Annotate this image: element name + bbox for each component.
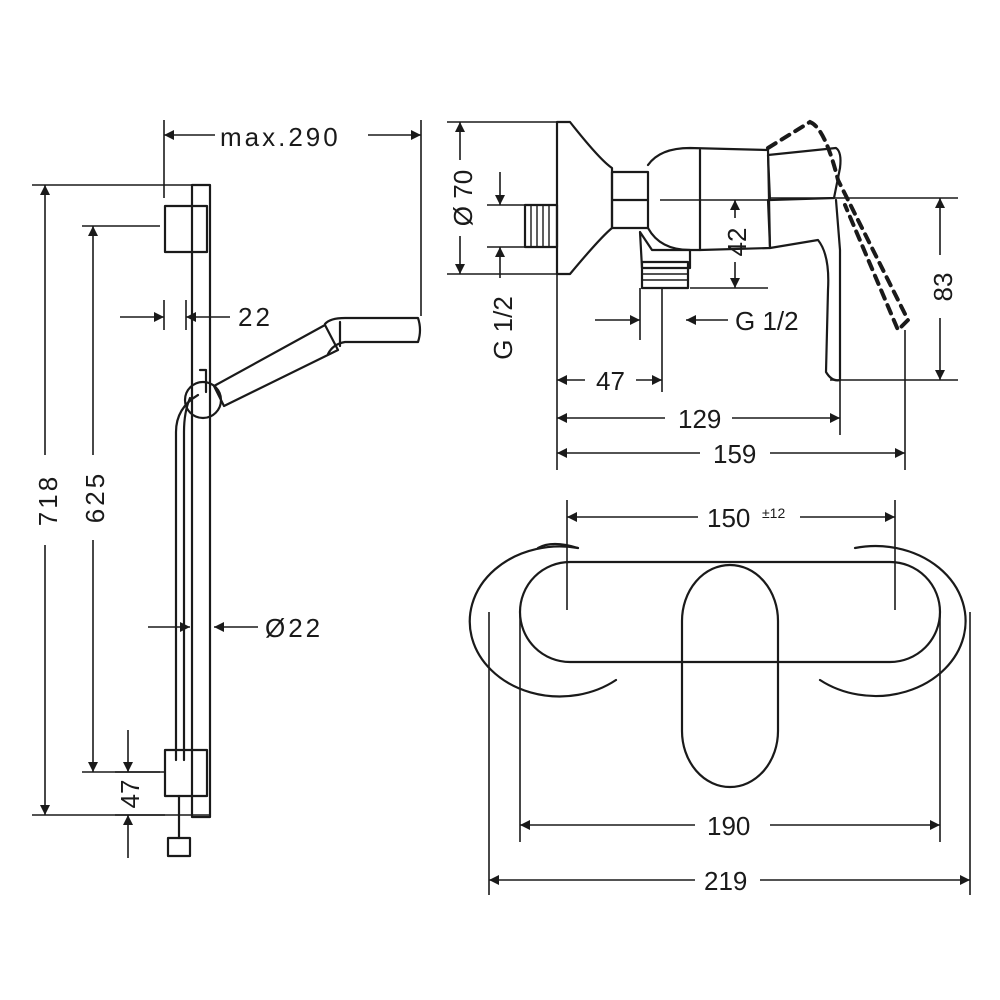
- dim-718-label: 718: [33, 474, 63, 526]
- left-escutcheon-top: [536, 542, 580, 550]
- shower-hose-inner: [182, 396, 192, 762]
- outlet-thread-lines: [642, 267, 688, 281]
- mixer-nut: [610, 170, 650, 230]
- dim-83-label: 83: [928, 273, 958, 302]
- hand-shower-head: [323, 316, 422, 356]
- dim-47-rail-label: 47: [115, 780, 145, 809]
- left-escutcheon: [468, 545, 618, 698]
- upper-bracket: [163, 204, 209, 254]
- lower-bracket: [163, 748, 209, 798]
- mixer-lever: [766, 146, 842, 202]
- dim-190-label: 190: [707, 811, 750, 841]
- inlet-thread-lines: [530, 205, 550, 247]
- mixer-escutcheon: [555, 120, 614, 276]
- dim-150-label: 150: [707, 503, 750, 533]
- dim-42-label: 42: [722, 228, 752, 257]
- mixer-front-lever: [680, 563, 780, 789]
- hand-shower-handle: [212, 323, 340, 408]
- outlet-thread: [640, 260, 690, 290]
- dim-g12-right-label: G 1/2: [735, 306, 799, 336]
- dim-47-mixer-label: 47: [596, 366, 625, 396]
- mixer-lever-arm: [766, 198, 842, 382]
- dim-dia-22-label: Ø22: [265, 613, 323, 643]
- dim-625-label: 625: [80, 471, 110, 523]
- slider-knob: [198, 368, 208, 394]
- dim-max-290-label: max.290: [220, 122, 341, 152]
- dim-g12-left-label: G 1/2: [488, 296, 518, 360]
- dim-dia-70-label: Ø 70: [448, 170, 478, 226]
- mixer-front-body: [518, 560, 942, 664]
- dim-219-label: 219: [704, 866, 747, 896]
- mixer-side-view: Ø 70 G 1/2 42 83 G 1/2 47: [447, 119, 958, 470]
- hose-end-fitting: [166, 836, 192, 858]
- lever-alt-position: [766, 119, 911, 334]
- mixer-front-view: 150 ±12 190 219: [468, 500, 971, 896]
- inlet-thread: [523, 203, 559, 249]
- dim-159-label: 159: [713, 439, 756, 469]
- shower-hose: [174, 393, 200, 762]
- shower-rail-view: max.290 22 718 625 Ø22 47: [32, 120, 422, 858]
- right-escutcheon: [818, 544, 967, 698]
- dim-129-label: 129: [678, 404, 721, 434]
- rail-bar: [190, 183, 212, 819]
- dim-150-tolerance: ±12: [762, 505, 785, 521]
- dim-22-label: 22: [238, 302, 273, 332]
